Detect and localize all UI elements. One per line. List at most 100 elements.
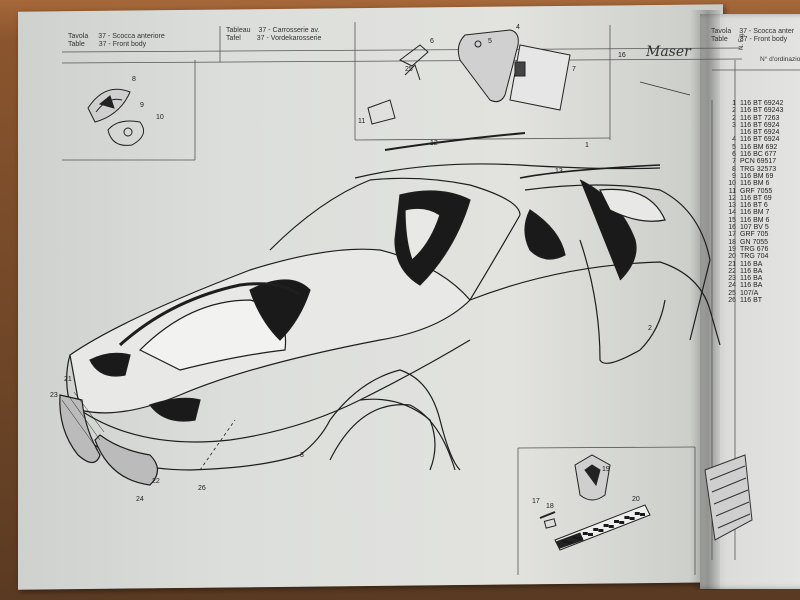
callout-2: 2 — [648, 325, 652, 332]
parts-row: 22 116 BA — [724, 268, 783, 275]
header-row-tavola: Tavola 37 - Scocca anteriore — [68, 33, 165, 40]
callout-23: 23 — [50, 392, 58, 399]
header-text: Front body — [753, 36, 788, 43]
right-header-row-tavola: Tavola 37 - Scocca anter — [711, 28, 795, 35]
callout-8: 8 — [132, 76, 136, 83]
parts-order-code: TRG 32573 — [740, 165, 777, 173]
parts-row: 18 GN 7055 — [724, 239, 783, 246]
callout-11: 11 — [358, 118, 366, 125]
header-num: 37 — [739, 28, 747, 35]
callout-6: 6 — [430, 38, 434, 45]
parts-fig-number: 5 — [732, 143, 736, 151]
checker-square — [629, 517, 635, 520]
parts-fig-number: 18 — [728, 238, 736, 246]
checker-square — [582, 532, 588, 535]
header-num: 37 — [739, 36, 748, 43]
parts-order-code: 116 BC 677 — [740, 151, 777, 159]
parts-order-code: 107/A — [740, 289, 759, 297]
header-col2: Tableau 37 - Carrosserie av. Tafel 37 - … — [226, 27, 321, 43]
col-order-label: N° d'ordinazione — [760, 56, 800, 63]
parts-row: 3 116 BT 6924 — [724, 122, 783, 129]
checker-square — [608, 525, 614, 528]
parts-order-code: 116 BM 69 — [740, 172, 774, 180]
header-row-tableau: Tableau 37 - Carrosserie av. — [226, 27, 320, 34]
parts-fig-number: 6 — [732, 151, 736, 159]
parts-row: 16 107 BV 5 — [724, 224, 783, 231]
callout-19: 19 — [602, 466, 610, 473]
callout-9: 9 — [140, 102, 144, 109]
parts-fig-number: 22 — [728, 267, 736, 275]
parts-order-code: 116 BT 6924 — [740, 136, 780, 144]
checker-square — [598, 529, 604, 532]
callout-7: 7 — [572, 66, 576, 73]
parts-order-code: 116 BT 69 — [740, 194, 772, 202]
callout-10: 10 — [156, 114, 164, 121]
callout-18: 18 — [546, 503, 554, 510]
car-body — [59, 132, 721, 486]
script-logo: Maser — [646, 44, 691, 60]
header-num: 37 — [258, 27, 267, 34]
parts-fig-number: 4 — [732, 136, 736, 144]
parts-order-code: 116 BT 6 — [740, 202, 768, 210]
parts-fig-number: 24 — [728, 282, 736, 290]
parts-row: 13 116 BT 6 — [724, 202, 783, 209]
checker-square — [577, 537, 583, 540]
parts-order-code: 116 BT 6924 — [740, 121, 780, 129]
parts-row: 24 116 BA — [724, 282, 783, 289]
parts-order-code: 116 BT 69243 — [740, 107, 784, 115]
header-label: Table — [711, 36, 728, 43]
parts-order-code: 116 BA — [740, 267, 763, 275]
parts-row: 116 BT 6924 — [724, 129, 783, 136]
parts-fig-number: 15 — [728, 216, 736, 224]
header-text: Scocca anter — [753, 28, 795, 35]
callout-3: 3 — [300, 452, 304, 459]
parts-fig-number: 16 — [728, 224, 736, 232]
header-label: Tavola — [68, 33, 89, 40]
parts-fig-number: 2 — [732, 114, 736, 122]
parts-fig-number: 21 — [728, 260, 736, 268]
parts-order-code: 107 BV 5 — [740, 224, 769, 232]
header-label: Tafel — [226, 35, 241, 42]
header-num: 37 — [98, 41, 107, 48]
parts-row: 12 116 BT 69 — [724, 195, 783, 202]
parts-order-code: GRF 705 — [740, 231, 769, 239]
right-header: Tavola 37 - Scocca anter Table 37 - Fron… — [711, 28, 794, 44]
parts-order-code: 116 BA — [740, 282, 763, 290]
parts-order-code: 116 BT 69242 — [740, 100, 784, 107]
parts-fig-number: 13 — [728, 202, 736, 210]
parts-order-code: 116 BT — [740, 297, 763, 305]
header-num: 37 — [98, 33, 106, 40]
parts-order-code: GN 7055 — [740, 238, 769, 246]
callout-20: 20 — [632, 496, 640, 503]
parts-fig-number: 12 — [728, 194, 736, 202]
parts-row: 6 116 BC 677 — [724, 151, 783, 158]
parts-order-code: 116 BT 6924 — [740, 129, 780, 137]
logo-inset — [639, 81, 691, 96]
parts-fig-number: 14 — [728, 209, 736, 217]
checker-square — [619, 521, 625, 524]
right-header-row-table: Table 37 - Front body — [711, 36, 788, 43]
callout-5: 5 — [488, 38, 492, 45]
parts-fig-number: 1 — [732, 100, 736, 107]
callout-26: 26 — [198, 485, 206, 492]
checker-square — [624, 516, 630, 519]
parts-fig-number: 7 — [732, 158, 736, 166]
checker-square — [603, 524, 609, 527]
checker-square — [588, 533, 593, 536]
parts-fig-number: 3 — [732, 121, 736, 129]
callout-4: 4 — [516, 24, 520, 31]
header-text: Front body — [112, 41, 147, 48]
parts-order-code: 116 BT 7263 — [740, 114, 780, 122]
